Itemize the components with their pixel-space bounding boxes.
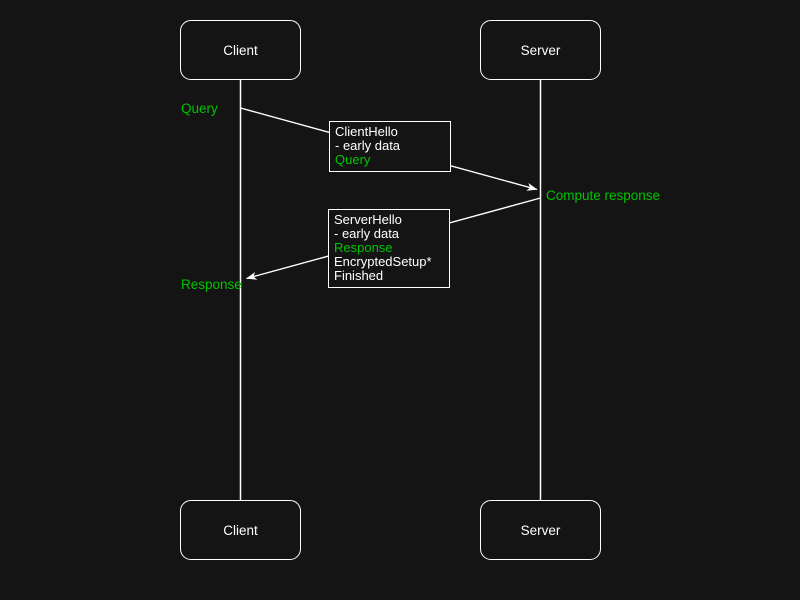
compute-response-label: Compute response: [546, 188, 661, 203]
actor-server-bottom: Server: [480, 500, 601, 560]
note-line: Finished: [334, 268, 384, 283]
note-clienthello: ClientHello - early data Query: [329, 121, 451, 172]
note-line: EncryptedSetup*: [334, 254, 432, 269]
actor-label: Server: [520, 42, 561, 58]
actor-label: Client: [223, 522, 258, 538]
actor-label: Server: [520, 522, 561, 538]
note-line: - early data: [334, 226, 400, 241]
note-line: ServerHello: [334, 212, 402, 227]
note-line: Response: [334, 240, 393, 255]
actor-label: Client: [223, 42, 258, 58]
note-line: ClientHello: [335, 124, 398, 139]
note-line: - early data: [335, 138, 401, 153]
note-serverhello: ServerHello - early data Response Encryp…: [328, 209, 450, 288]
query-label: Query: [181, 101, 218, 116]
response-label: Response: [181, 277, 242, 292]
actor-client-top: Client: [180, 20, 301, 80]
actor-server-top: Server: [480, 20, 601, 80]
note-line: Query: [335, 152, 371, 167]
actor-client-bottom: Client: [180, 500, 301, 560]
